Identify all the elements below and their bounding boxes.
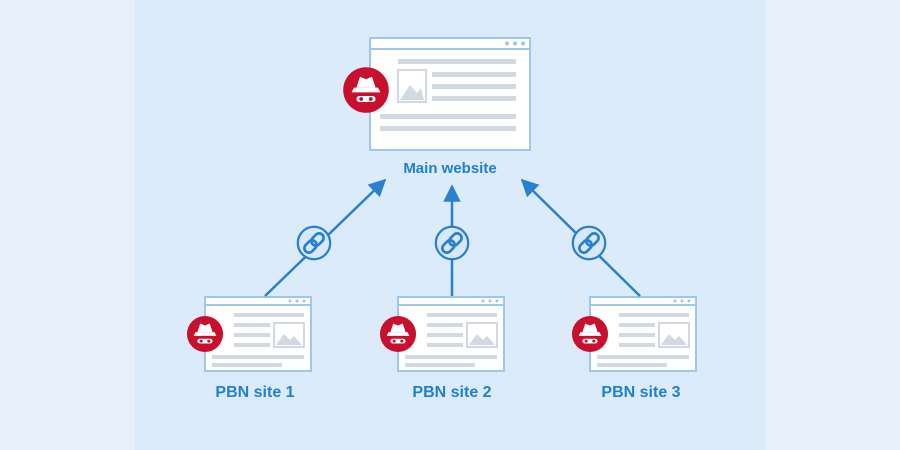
main-website-label: Main website (403, 160, 497, 177)
spy-icon-pbn-1 (186, 315, 224, 353)
spy-icon-pbn-3 (571, 315, 609, 353)
spy-icon-main (343, 67, 389, 113)
chain-link-icon-2 (434, 225, 470, 261)
pbn-site-2-label: PBN site 2 (412, 384, 492, 401)
main-website-window (369, 37, 531, 151)
chain-link-icon-1 (296, 225, 332, 261)
chain-link-icon-3 (571, 225, 607, 261)
pbn-site-1-label: PBN site 1 (215, 384, 295, 401)
spy-icon-pbn-2 (379, 315, 417, 353)
pbn-site-3-label: PBN site 3 (601, 384, 681, 401)
